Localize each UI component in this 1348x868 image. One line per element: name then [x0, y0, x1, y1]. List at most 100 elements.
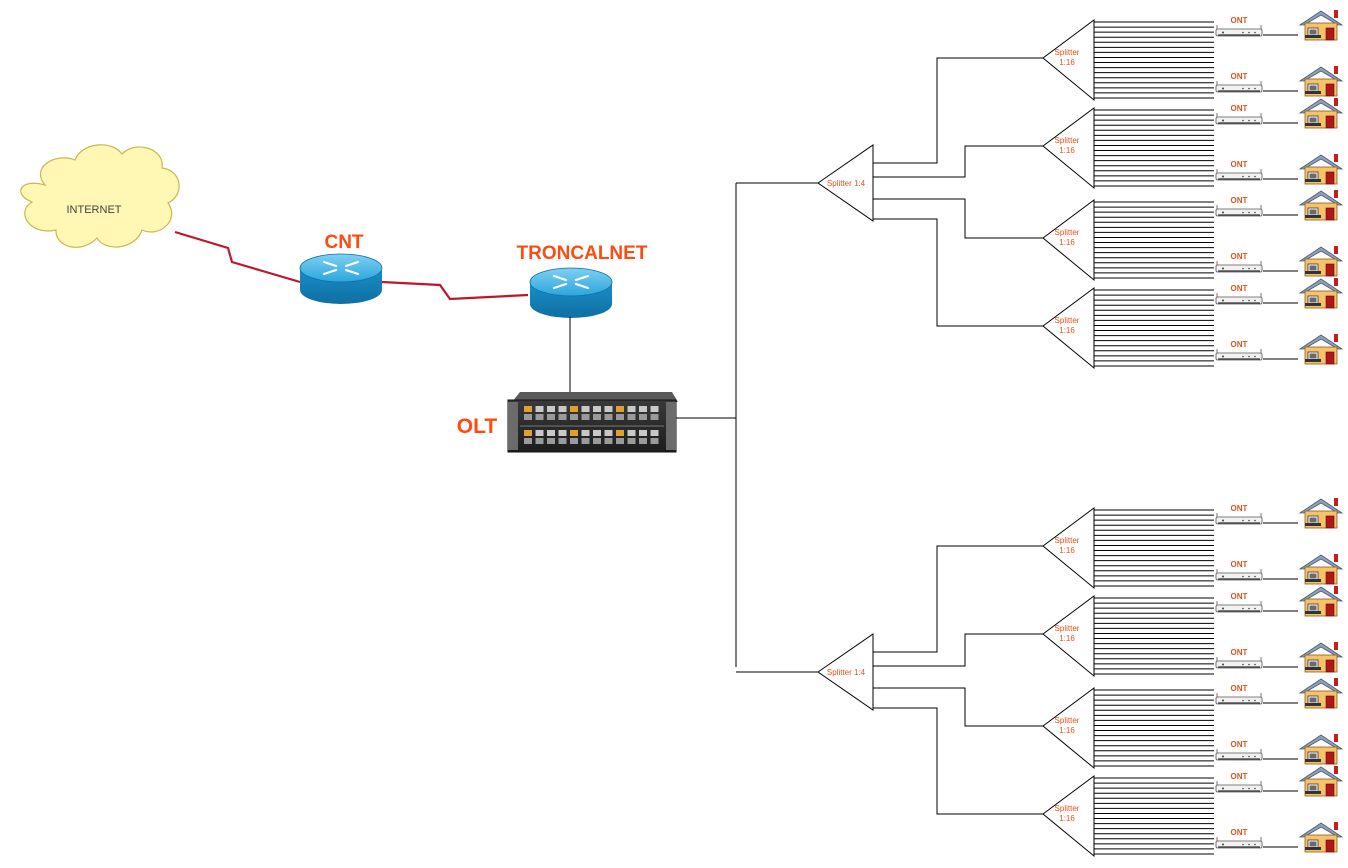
olt-port	[570, 438, 578, 444]
ont-label: ONT	[1231, 684, 1248, 693]
secondary-splitter-icon[interactable]	[1042, 107, 1095, 190]
secondary-splitter-icon[interactable]	[1042, 19, 1095, 102]
ont-device[interactable]: ONT	[1215, 772, 1263, 793]
olt-port	[524, 406, 532, 412]
olt-port	[581, 438, 590, 444]
ont-label: ONT	[1231, 772, 1248, 781]
secondary-splitter-icon[interactable]	[1042, 687, 1095, 770]
house-icon	[1299, 733, 1343, 765]
olt-port	[593, 414, 601, 420]
secondary-splitter-label: Splitter	[1055, 536, 1080, 545]
secondary-splitter-label: Splitter	[1055, 624, 1080, 633]
olt-port	[593, 406, 601, 412]
primary-splitter-icon[interactable]	[817, 144, 874, 222]
secondary-splitter-icon[interactable]	[1042, 287, 1095, 370]
internet-cnt-link	[174, 230, 301, 284]
ont-label: ONT	[1231, 592, 1248, 601]
primary-splitter-label: Splitter 1:4	[827, 179, 866, 188]
ont-label: ONT	[1231, 160, 1248, 169]
ont-device[interactable]: ONT	[1215, 160, 1263, 181]
house-icon	[1299, 189, 1343, 221]
olt-port	[650, 414, 659, 420]
olt-chassis-icon[interactable]	[507, 392, 678, 453]
ont-device[interactable]: ONT	[1215, 72, 1263, 93]
secondary-splitter-ratio: 1:16	[1059, 726, 1075, 735]
ont-device[interactable]: ONT	[1215, 16, 1263, 37]
olt-port	[593, 438, 601, 444]
troncalnet-router-icon[interactable]	[529, 267, 613, 318]
ont-device[interactable]: ONT	[1215, 504, 1263, 525]
secondary-splitter-icon[interactable]	[1042, 775, 1095, 858]
ont-device[interactable]: ONT	[1215, 740, 1263, 761]
house-icon	[1299, 585, 1343, 617]
ont-label: ONT	[1231, 252, 1248, 261]
olt-port	[581, 406, 590, 412]
primary-splitter-icon[interactable]	[817, 633, 874, 711]
ont-device[interactable]: ONT	[1215, 284, 1263, 305]
olt-port	[604, 438, 613, 444]
secondary-splitter-ratio: 1:16	[1059, 326, 1075, 335]
olt-port	[570, 430, 578, 436]
secondary-splitter-icon[interactable]	[1042, 507, 1095, 590]
ont-icon	[1215, 568, 1263, 581]
cnt-router-icon[interactable]	[299, 253, 383, 304]
house-icon	[1299, 821, 1343, 853]
ont-device[interactable]: ONT	[1215, 196, 1263, 217]
olt-port	[524, 430, 532, 436]
olt-port	[650, 406, 659, 412]
secondary-splitter-ratio: 1:16	[1059, 58, 1075, 67]
house-icon	[1299, 277, 1343, 309]
secondary-splitter-icon[interactable]	[1042, 199, 1095, 282]
olt-port	[616, 438, 624, 444]
ont-label: ONT	[1231, 196, 1248, 205]
olt-port	[627, 438, 636, 444]
splitter-feed-line	[873, 57, 1043, 164]
ont-device[interactable]: ONT	[1215, 592, 1263, 613]
house-icon	[1299, 497, 1343, 529]
olt-label: OLT	[457, 415, 498, 438]
olt-port	[547, 406, 555, 412]
olt-port	[639, 414, 647, 420]
ont-device[interactable]: ONT	[1215, 560, 1263, 581]
ont-icon	[1215, 168, 1263, 181]
secondary-splitter-icon[interactable]	[1042, 595, 1095, 678]
distribution-network: Splitter 1:4Splitter1:16ONTONTSplitter1:…	[736, 9, 1343, 858]
olt-port	[535, 414, 544, 420]
cnt-troncalnet-link	[381, 280, 529, 301]
olt-port	[558, 414, 567, 420]
olt-port	[616, 406, 624, 412]
secondary-splitter-label: Splitter	[1055, 136, 1080, 145]
olt-port	[535, 430, 544, 436]
ont-icon	[1215, 80, 1263, 93]
troncalnet-label: TRONCALNET	[517, 243, 648, 264]
house-icon	[1299, 97, 1343, 129]
ont-device[interactable]: ONT	[1215, 104, 1263, 125]
ont-device[interactable]: ONT	[1215, 252, 1263, 273]
ont-icon	[1215, 600, 1263, 613]
splitter-feed-line	[873, 687, 1043, 727]
olt-port	[616, 430, 624, 436]
ont-label: ONT	[1231, 72, 1248, 81]
splitter-group-1: Splitter 1:4Splitter1:16ONTONTSplitter1:…	[736, 9, 1343, 370]
ont-device[interactable]: ONT	[1215, 828, 1263, 849]
olt-port	[604, 430, 613, 436]
ont-icon	[1215, 512, 1263, 525]
house-icon	[1299, 333, 1343, 365]
splitter-feed-line	[873, 545, 1043, 653]
ont-label: ONT	[1231, 648, 1248, 657]
ont-device[interactable]: ONT	[1215, 684, 1263, 705]
ont-icon	[1215, 656, 1263, 669]
ont-label: ONT	[1231, 560, 1248, 569]
olt-port	[616, 414, 624, 420]
olt-port	[570, 414, 578, 420]
olt-port	[627, 414, 636, 420]
splitter-feed-line	[873, 707, 1043, 815]
ont-label: ONT	[1231, 340, 1248, 349]
ont-icon	[1215, 348, 1263, 361]
ont-icon	[1215, 692, 1263, 705]
ont-device[interactable]: ONT	[1215, 648, 1263, 669]
ont-device[interactable]: ONT	[1215, 340, 1263, 361]
ont-label: ONT	[1231, 740, 1248, 749]
olt-port	[524, 414, 532, 420]
